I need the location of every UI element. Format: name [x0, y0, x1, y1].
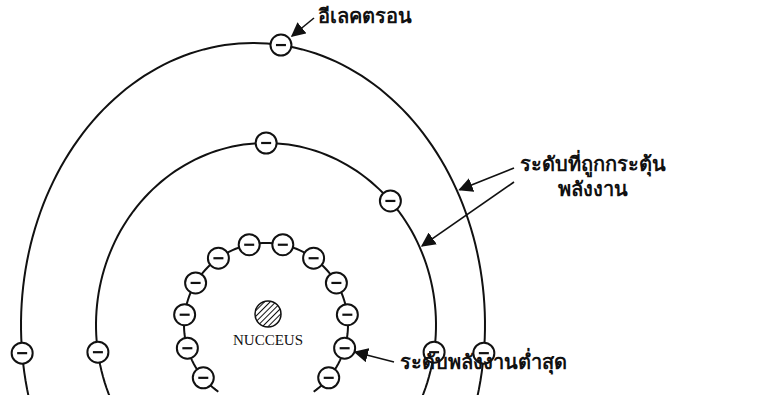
- electron-symbol: [208, 248, 229, 269]
- electron-symbol: [239, 234, 260, 255]
- minus-sign: [182, 347, 192, 349]
- electron-symbol: [174, 304, 195, 325]
- minus-sign: [278, 244, 288, 246]
- electron-circle: [239, 234, 260, 255]
- electron-circle: [318, 367, 339, 388]
- minus-sign: [17, 352, 27, 354]
- electron-group: [174, 234, 358, 388]
- electron-circle: [337, 304, 358, 325]
- electron-symbol: [380, 190, 401, 211]
- minus-sign: [276, 44, 286, 46]
- ground-level-label: ระดับพลังงานต่ำสุด: [400, 350, 567, 375]
- electron-circle: [303, 248, 324, 269]
- outer-excited-orbit: [21, 43, 485, 395]
- electron-symbol: [326, 272, 347, 293]
- electron-symbol: [270, 35, 291, 56]
- electron-circle: [193, 367, 214, 388]
- minus-sign: [340, 347, 350, 349]
- minus-sign: [93, 351, 103, 353]
- minus-sign: [309, 257, 319, 259]
- electron-group: [87, 133, 444, 363]
- leader-arrow: [460, 168, 514, 190]
- leader-arrow: [355, 352, 394, 362]
- electron-symbol: [272, 234, 293, 255]
- electron-symbol: [303, 248, 324, 269]
- minus-sign: [261, 142, 271, 144]
- nucleus-symbol: [255, 301, 281, 327]
- electron-symbol: [337, 304, 358, 325]
- electron-circle: [208, 248, 229, 269]
- electron-circle: [174, 304, 195, 325]
- leader-arrow: [292, 18, 314, 36]
- minus-sign: [244, 244, 254, 246]
- ground-orbit: [184, 243, 348, 392]
- electron-circle: [185, 272, 206, 293]
- electron-circle: [334, 338, 355, 359]
- electron-symbol: [318, 367, 339, 388]
- electron-circle: [326, 272, 347, 293]
- minus-sign: [213, 257, 223, 259]
- electron-symbol: [12, 343, 33, 364]
- electron-symbol: [256, 133, 277, 154]
- electron-symbol: [185, 272, 206, 293]
- minus-sign: [342, 314, 352, 316]
- minus-sign: [180, 314, 190, 316]
- minus-sign: [385, 200, 395, 202]
- electron-symbol: [193, 367, 214, 388]
- electron-symbol: [177, 338, 198, 359]
- nucleus-label: NUCCEUS: [233, 331, 303, 350]
- electron-circle: [87, 342, 108, 363]
- electron-circle: [270, 35, 291, 56]
- minus-sign: [191, 282, 201, 284]
- middle-excited-orbit: [96, 143, 436, 395]
- minus-sign: [198, 377, 208, 379]
- electron-circle: [380, 190, 401, 211]
- electron-circle: [272, 234, 293, 255]
- minus-sign: [324, 377, 334, 379]
- label-line: พลังงาน: [520, 177, 666, 202]
- electron-symbol: [87, 342, 108, 363]
- electron-circle: [12, 343, 33, 364]
- excited-level-label: ระดับที่ถูกกระตุ้น พลังงาน: [520, 152, 666, 202]
- electron-label: อีเลคตรอน: [318, 4, 412, 29]
- electron-circle: [177, 338, 198, 359]
- minus-sign: [331, 282, 341, 284]
- electron-group: [12, 35, 495, 364]
- leader-arrow: [422, 182, 514, 246]
- label-line: ระดับที่ถูกกระตุ้น: [520, 152, 666, 177]
- electron-circle: [256, 133, 277, 154]
- electron-symbol: [334, 338, 355, 359]
